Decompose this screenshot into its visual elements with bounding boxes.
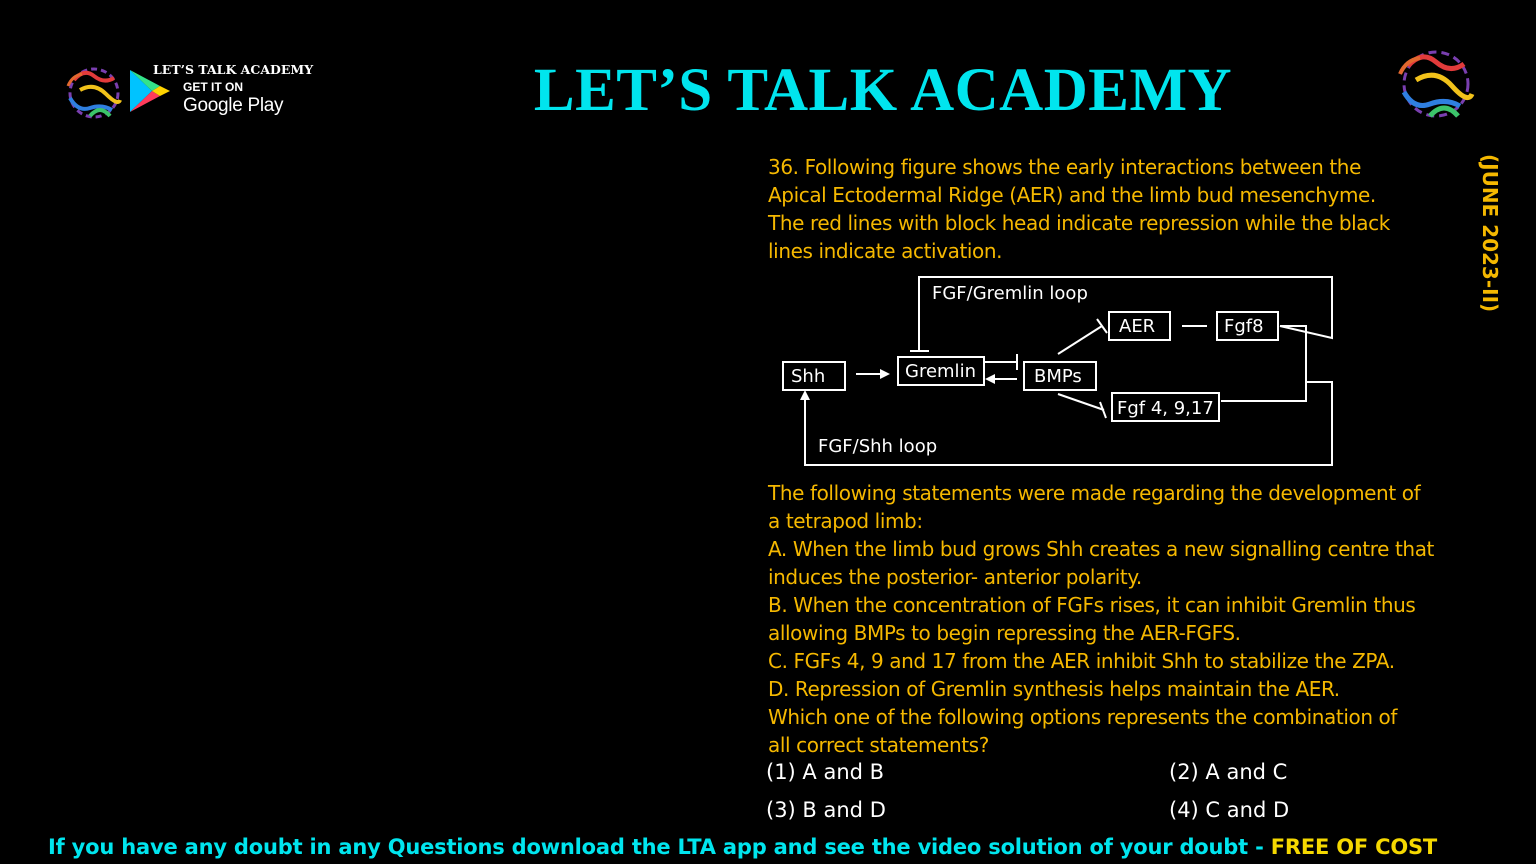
gremlin-node-label: Gremlin: [905, 361, 976, 382]
statement-line: allowing BMPs to begin repressing the AE…: [768, 621, 1241, 645]
aer-node-box: [1108, 311, 1171, 341]
option-3[interactable]: (3) B and D: [766, 798, 886, 822]
question-intro-line: Apical Ectodermal Ridge (AER) and the li…: [768, 183, 1376, 207]
statement-line: induces the posterior- anterior polarity…: [768, 565, 1142, 589]
statement-line: D. Repression of Gremlin synthesis helps…: [768, 677, 1340, 701]
fgf4917-node-label: Fgf 4, 9,17: [1117, 398, 1214, 419]
option-4[interactable]: (4) C and D: [1169, 798, 1290, 822]
limb-signalling-diagram: FGF/Gremlin loop FGF/Shh loop Shh Gremli…: [782, 276, 1333, 466]
aer-node-label: AER: [1119, 316, 1155, 337]
statement-line: Which one of the following options repre…: [768, 705, 1398, 729]
statement-line: B. When the concentration of FGFs rises,…: [768, 593, 1416, 617]
option-1[interactable]: (1) A and B: [766, 760, 885, 784]
lta-logo-right: [1390, 40, 1482, 128]
google-play-icon[interactable]: [128, 68, 172, 114]
lta-logo-left: [60, 60, 128, 126]
footer-message: If you have any doubt in any Questions d…: [48, 835, 1271, 859]
statement-line: a tetrapod limb:: [768, 509, 923, 533]
page-title: LET’S TALK ACADEMY: [533, 57, 1233, 124]
bmps-fgf4917-repression: [1057, 393, 1105, 411]
footer-banner: If you have any doubt in any Questions d…: [48, 835, 1437, 859]
question-intro-line: The red lines with block head indicate r…: [768, 211, 1390, 235]
statement-line: all correct statements?: [768, 733, 989, 757]
bmps-aer-repression: [1057, 325, 1103, 355]
bmps-node-label: BMPs: [1034, 366, 1082, 387]
bmps-node-box: [1023, 361, 1097, 391]
fgf8-node-label: Fgf8: [1224, 316, 1264, 337]
shh-node-label: Shh: [791, 366, 825, 387]
statement-line: C. FGFs 4, 9 and 17 from the AER inhibit…: [768, 649, 1395, 673]
badge-get-it-on: GET IT ON: [183, 80, 243, 94]
footer-highlight: FREE OF COST: [1270, 835, 1438, 859]
option-2[interactable]: (2) A and C: [1169, 760, 1288, 784]
fgf-gremlin-loop-label: FGF/Gremlin loop: [932, 283, 1088, 304]
fgf-shh-loop-label: FGF/Shh loop: [818, 436, 937, 457]
question-intro-line: lines indicate activation.: [768, 239, 1003, 263]
gremlin-node-box: [897, 356, 985, 386]
exam-session-label: (JUNE 2023-II): [1478, 154, 1502, 313]
question-intro-line: 36. Following figure shows the early int…: [768, 155, 1361, 179]
fgf-gremlin-loop-line: [918, 276, 1333, 351]
fgf4917-node-box: [1111, 392, 1220, 422]
fgf8-node-box: [1216, 311, 1279, 341]
shh-node-box: [782, 361, 846, 391]
badge-academy-name: LET’S TALK ACADEMY: [153, 62, 314, 77]
badge-google-play[interactable]: Google Play: [183, 95, 284, 116]
statement-line: A. When the limb bud grows Shh creates a…: [768, 537, 1434, 561]
statement-line: The following statements were made regar…: [768, 481, 1421, 505]
fgf-shh-loop-line: [804, 381, 1333, 466]
